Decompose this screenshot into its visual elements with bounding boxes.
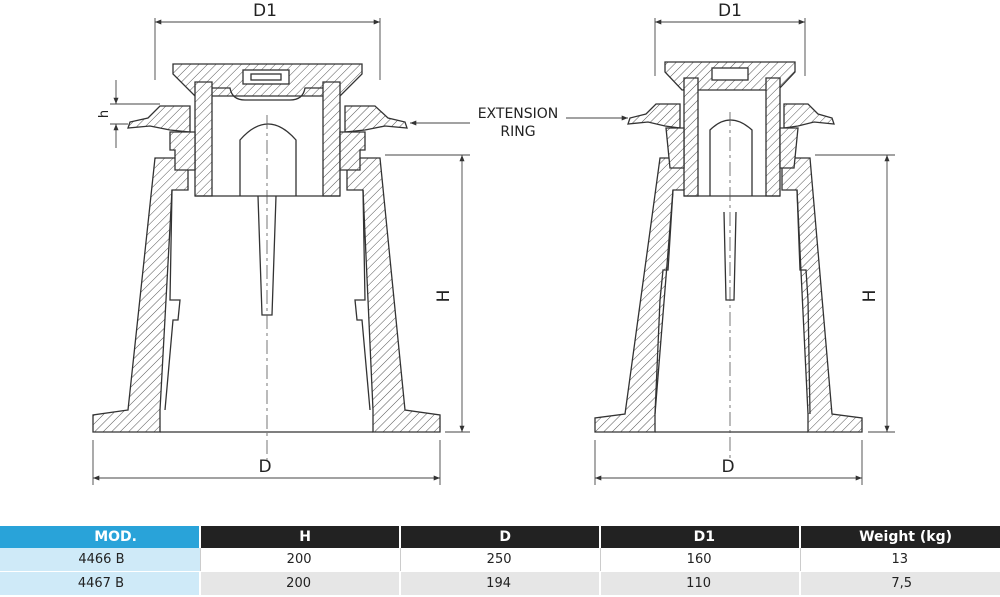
label-right-d: D <box>721 457 734 477</box>
callout-extension: EXTENSION <box>478 106 559 122</box>
pedestal-right <box>594 61 863 433</box>
cell-h: 200 <box>199 548 400 572</box>
label-left-d: D <box>258 457 271 477</box>
label-left-h-small: h <box>97 110 112 118</box>
header-d: D <box>399 526 600 548</box>
ring-wing-right <box>344 105 408 133</box>
spec-table: MOD. H D D1 Weight (kg) 4466 B 200 250 1… <box>0 526 1000 596</box>
base-left-wall <box>92 157 189 433</box>
label-right-h: H <box>860 290 880 303</box>
cell-mod: 4466 B <box>0 548 200 572</box>
column-right <box>322 81 341 197</box>
label-left-h: H <box>434 290 454 303</box>
label-right-d1: D1 <box>718 1 742 21</box>
table-header-row: MOD. H D D1 Weight (kg) <box>0 526 1000 548</box>
cell-d: 194 <box>399 571 600 596</box>
dims-left <box>92 18 470 485</box>
column-left <box>194 81 213 197</box>
cell-weight: 7,5 <box>799 571 1000 596</box>
table-row: 4466 B 200 250 160 13 <box>0 548 1000 572</box>
table-row: 4467 B 200 194 110 7,5 <box>0 571 1000 596</box>
header-h: H <box>199 526 400 548</box>
cell-h: 200 <box>199 571 400 596</box>
callout-ring: RING <box>500 124 535 140</box>
cell-d1: 110 <box>599 571 800 596</box>
cell-mod: 4467 B <box>0 571 200 596</box>
pedestal-left <box>92 63 441 433</box>
ring-wing-left <box>127 105 191 133</box>
cell-d1: 160 <box>599 548 800 572</box>
cell-d: 250 <box>399 548 600 572</box>
header-mod: MOD. <box>0 526 200 548</box>
cell-weight: 13 <box>799 548 1000 572</box>
dims-right <box>594 18 895 485</box>
label-left-d1: D1 <box>253 1 277 21</box>
header-d1: D1 <box>599 526 800 548</box>
base-left-wall-r <box>594 157 689 433</box>
header-weight: Weight (kg) <box>799 526 1000 548</box>
technical-drawing: D1 D H h EXTENSION RING D1 D <box>92 1 895 485</box>
base-right-wall-r <box>781 157 863 433</box>
base-right-wall <box>346 157 441 433</box>
